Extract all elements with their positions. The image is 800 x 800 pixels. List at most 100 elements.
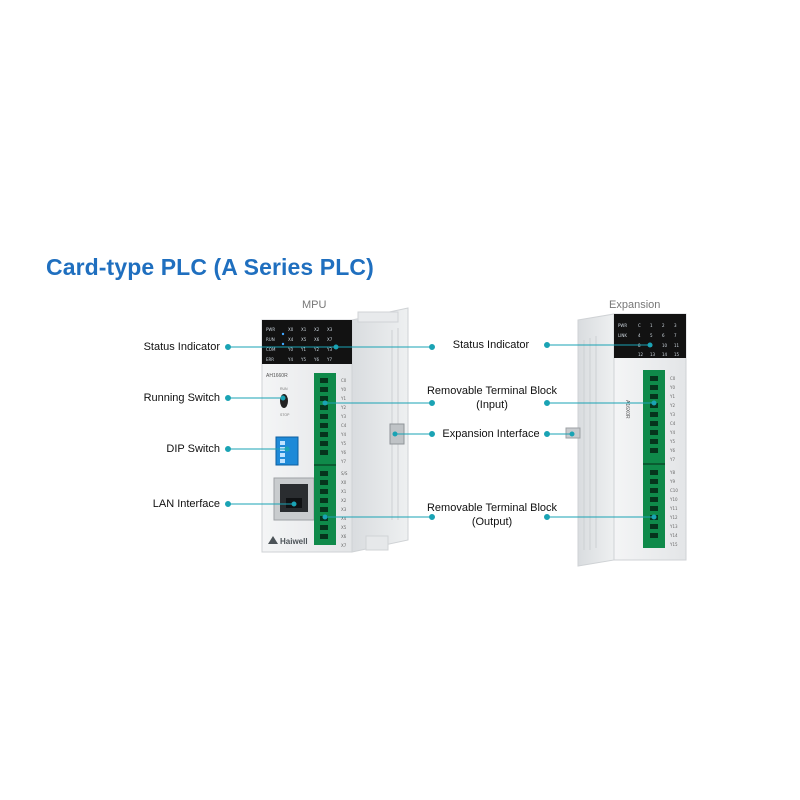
svg-text:X5: X5 [301,337,307,342]
label-dip-switch: DIP Switch [166,443,220,455]
expansion-model-label: A16X0R [624,400,630,419]
svg-text:Y14: Y14 [669,533,678,538]
svg-text:Y5: Y5 [669,439,675,444]
mpu-led-err: ERR [266,357,274,362]
svg-text:4: 4 [638,333,641,338]
expansion-unit: PWR LINK C 1 2 3 4 5 6 7 8 9 10 11 12 13… [565,313,687,567]
svg-text:LINK: LINK [618,333,627,338]
svg-text:14: 14 [662,352,668,357]
svg-text:Y0: Y0 [669,385,675,390]
mpu-led-run: RUN [266,337,275,342]
svg-text:13: 13 [650,352,656,357]
svg-text:Y8: Y8 [669,470,675,475]
label-running-switch: Running Switch [143,392,220,404]
callout-lines [225,342,657,520]
svg-text:Y7: Y7 [669,457,675,462]
mpu-model-label: AH1660R [266,373,288,379]
svg-text:12: 12 [638,352,644,357]
svg-text:X1: X1 [301,327,307,332]
svg-text:X7: X7 [327,337,333,342]
mpu-led-com: COM [266,347,276,352]
label-status-indicator-left: Status Indicator [143,341,220,353]
svg-text:Y15: Y15 [669,542,678,547]
mpu-unit: PWR RUN COM ERR X0 X1 X2 X3 X4 X5 X6 X7 … [261,307,409,553]
svg-text:Y6: Y6 [340,450,346,455]
svg-text:X4: X4 [341,516,347,521]
svg-text:X0: X0 [341,480,347,485]
mpu-led-pwr: PWR [266,327,275,332]
expansion-status-panel [614,314,686,358]
svg-text:1: 1 [650,323,653,328]
svg-text:Y12: Y12 [669,515,678,520]
svg-text:15: 15 [674,352,680,357]
label-terminal-output: Removable Terminal Block (Output) [418,501,566,529]
svg-text:Y1: Y1 [340,396,346,401]
label-terminal-input-line2: (Input) [476,399,508,411]
svg-text:Y5: Y5 [300,357,306,362]
mpu-brand: Haiwell [280,537,308,546]
svg-text:PWR: PWR [618,323,627,328]
svg-text:Y0: Y0 [340,387,346,392]
svg-text:Y2: Y2 [313,347,319,352]
page-title: Card-type PLC (A Series PLC) [46,254,374,280]
svg-text:Y3: Y3 [669,412,675,417]
label-terminal-input-line1: Removable Terminal Block [426,385,558,397]
svg-text:Y13: Y13 [669,524,678,529]
svg-text:RUN: RUN [280,387,288,391]
svg-text:C0: C0 [341,378,347,383]
svg-text:Y9: Y9 [669,479,675,484]
svg-text:10: 10 [662,343,668,348]
svg-text:Y2: Y2 [340,405,346,410]
svg-text:Y3: Y3 [326,347,332,352]
svg-text:C0: C0 [670,376,676,381]
svg-text:11: 11 [674,343,680,348]
svg-text:3: 3 [674,323,677,328]
svg-text:S/S: S/S [341,471,348,476]
label-terminal-input: Removable Terminal Block (Input) [418,384,566,412]
svg-text:X2: X2 [314,327,320,332]
label-status-indicator-right: Status Indicator [452,339,530,351]
svg-text:X1: X1 [341,489,347,494]
svg-text:X0: X0 [288,327,294,332]
svg-text:X5: X5 [341,525,347,530]
svg-text:Y3: Y3 [340,414,346,419]
svg-text:X6: X6 [341,534,347,539]
svg-text:X3: X3 [327,327,333,332]
svg-text:STOP: STOP [280,413,290,417]
svg-text:Y1: Y1 [300,347,306,352]
svg-text:Y2: Y2 [669,403,675,408]
svg-text:Y10: Y10 [669,497,678,502]
label-terminal-output-line1: Removable Terminal Block [426,502,558,514]
svg-text:Y6: Y6 [669,448,675,453]
svg-text:6: 6 [662,333,665,338]
svg-text:Y1: Y1 [669,394,675,399]
svg-text:C10: C10 [670,488,678,493]
expansion-terminal-block[interactable] [643,370,665,548]
label-lan-interface: LAN Interface [152,498,220,510]
svg-text:Y5: Y5 [340,441,346,446]
svg-text:X7: X7 [341,543,347,548]
label-expansion-interface: Expansion Interface [442,428,540,440]
svg-text:7: 7 [674,333,677,338]
svg-text:Y7: Y7 [340,459,346,464]
svg-text:X6: X6 [314,337,320,342]
svg-text:Y4: Y4 [287,357,293,362]
svg-text:Y4: Y4 [340,432,346,437]
svg-text:Y4: Y4 [669,430,675,435]
svg-text:X2: X2 [341,498,347,503]
svg-text:2: 2 [662,323,665,328]
expansion-caption: Expansion [609,299,661,311]
mpu-terminal-block[interactable] [314,373,336,545]
mpu-caption: MPU [302,299,327,311]
svg-text:X3: X3 [341,507,347,512]
svg-text:X4: X4 [288,337,294,342]
svg-text:C: C [638,323,641,328]
label-terminal-output-line2: (Output) [471,516,513,528]
mpu-status-panel [262,320,352,364]
svg-text:Y11: Y11 [669,506,678,511]
svg-text:Y0: Y0 [287,347,293,352]
svg-text:5: 5 [650,333,653,338]
svg-text:C4: C4 [341,423,347,428]
svg-text:Y7: Y7 [326,357,332,362]
